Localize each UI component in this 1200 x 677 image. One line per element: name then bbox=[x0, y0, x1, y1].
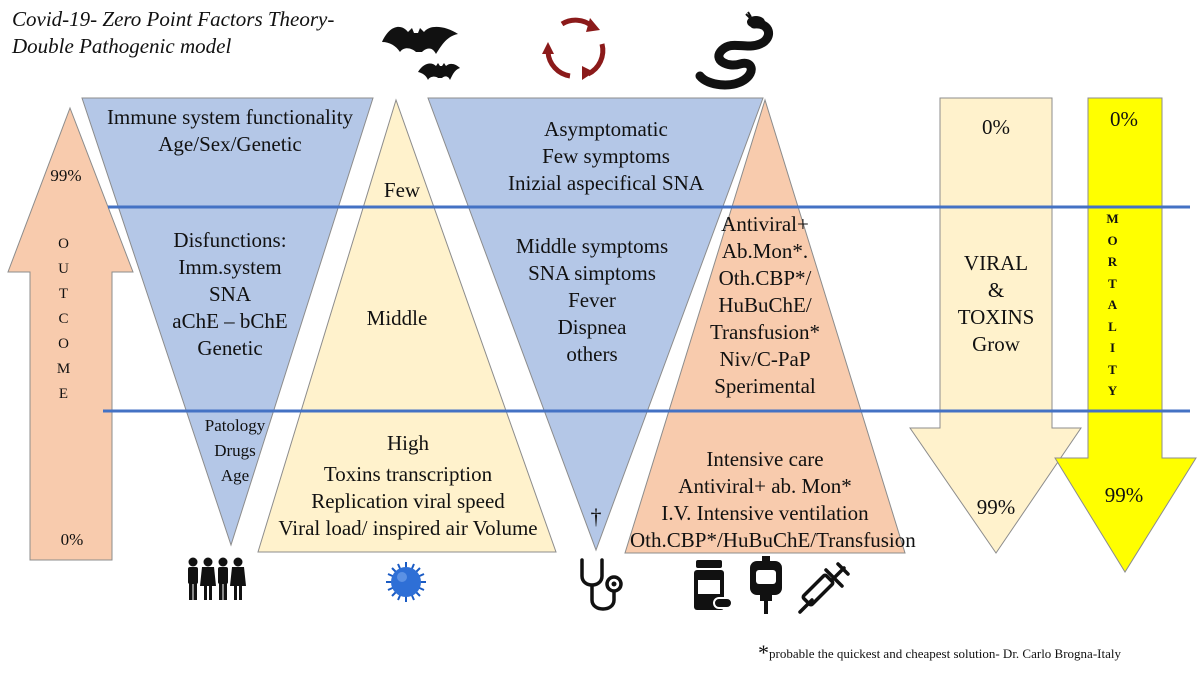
mortality-arrow bbox=[1054, 97, 1197, 573]
cycle-arrows-icon bbox=[542, 17, 606, 80]
syringe-icon bbox=[798, 562, 850, 614]
death-dagger-symbol: † bbox=[590, 504, 602, 529]
iv-bag-icon bbox=[750, 556, 782, 614]
bat-icon bbox=[382, 26, 460, 80]
therapy-middle-text: Antiviral+Ab.Mon*.Oth.CBP*/HuBuChE/Trans… bbox=[709, 212, 821, 398]
footnote-star: * bbox=[758, 640, 769, 665]
stethoscope-icon bbox=[580, 558, 623, 611]
title-line-2: Double Pathogenic model bbox=[12, 34, 232, 58]
title-line-1: Covid-19- Zero Point Factors Theory- bbox=[12, 7, 335, 31]
viral-load-triangle bbox=[257, 98, 557, 553]
viral-toxins-top-value: 0% bbox=[982, 115, 1010, 139]
viral-load-middle: Middle bbox=[366, 306, 428, 330]
mortality-top-value: 0% bbox=[1110, 107, 1138, 131]
viral-toxins-arrow bbox=[909, 97, 1082, 554]
snake-icon bbox=[695, 11, 773, 90]
viral-load-bottom-text: High Toxins transcription Replication vi… bbox=[278, 431, 538, 540]
outcome-arrow bbox=[7, 106, 134, 561]
viral-toxins-bottom-value: 99% bbox=[976, 495, 1016, 519]
footnote-text: probable the quickest and cheapest solut… bbox=[769, 646, 1121, 661]
pill-bottle-icon bbox=[694, 560, 732, 610]
mortality-bottom-value: 99% bbox=[1104, 483, 1144, 507]
diagram-title: Covid-19- Zero Point Factors Theory- Dou… bbox=[12, 6, 334, 60]
footnote: *probable the quickest and cheapest solu… bbox=[758, 640, 1121, 666]
viral-load-few: Few bbox=[383, 178, 421, 202]
virus-icon bbox=[386, 562, 426, 602]
therapy-triangle bbox=[624, 98, 906, 554]
immune-triangle bbox=[81, 97, 374, 547]
outcome-top-value: 99% bbox=[50, 166, 82, 185]
symptoms-triangle bbox=[427, 97, 764, 552]
people-icon bbox=[188, 557, 246, 600]
outcome-bottom-value: 0% bbox=[60, 530, 84, 549]
